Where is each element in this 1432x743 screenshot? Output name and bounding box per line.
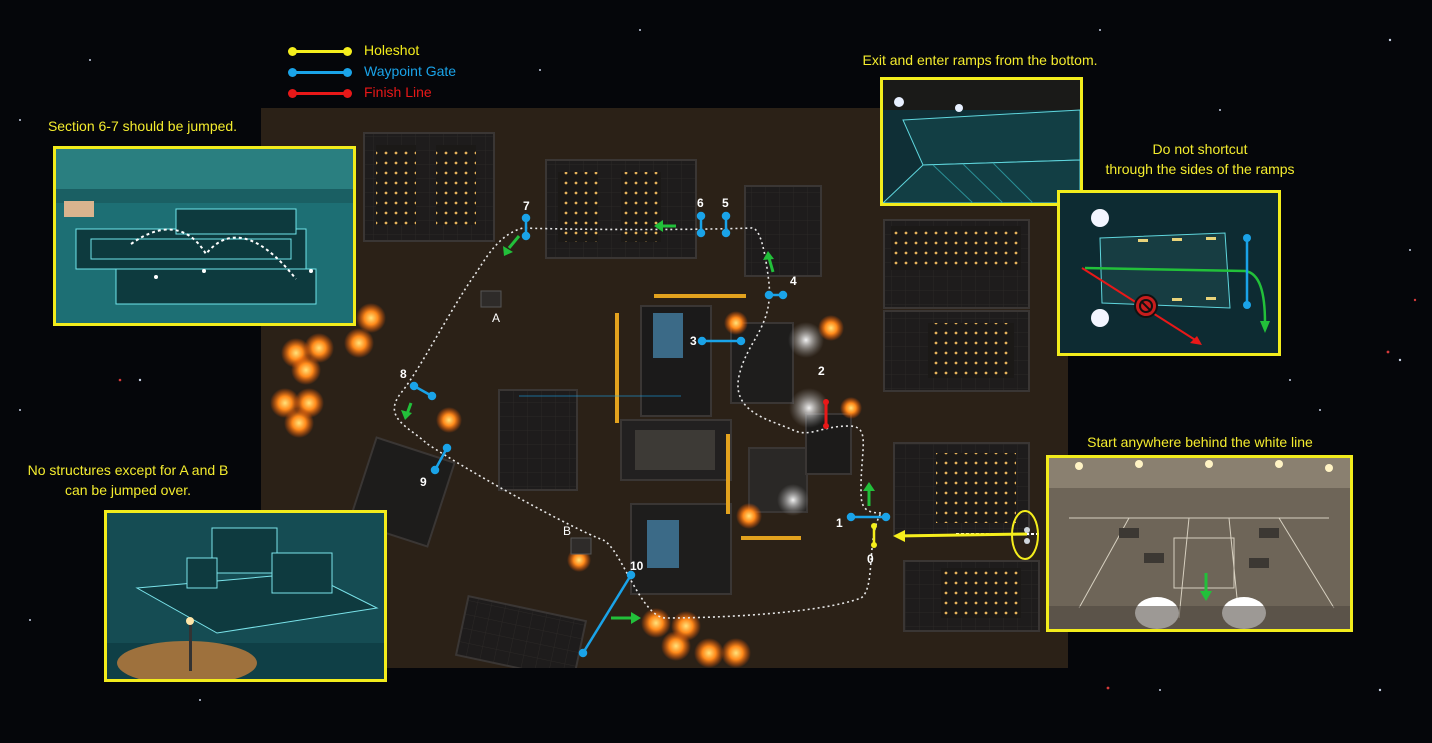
legend-finish-line-line	[292, 92, 348, 95]
gate-label-5: 5	[722, 196, 729, 210]
gate-label-2: 2	[818, 364, 825, 378]
inset-shortcut	[1057, 190, 1281, 356]
gate-label-3: 3	[690, 334, 697, 348]
track-map-drawing	[270, 132, 1040, 668]
inset-start-area	[1046, 455, 1353, 632]
inset-start-area-scene	[1049, 458, 1350, 629]
caption-section-jump: Section 6-7 should be jumped.	[47, 118, 238, 134]
caption-structures-line1: No structures except for A and B	[27, 462, 229, 478]
race-line	[393, 227, 882, 619]
legend-finish-dot	[288, 89, 297, 98]
legend-finish-label: Finish Line	[364, 84, 432, 100]
legend-holeshot-dot	[288, 47, 297, 56]
structure-label-b: B	[563, 524, 572, 538]
inset-structures	[104, 510, 387, 682]
caption-shortcut-line2: through the sides of the ramps	[1105, 161, 1295, 177]
inset-ramps	[880, 77, 1083, 206]
legend-waypoint-dot	[288, 68, 297, 77]
legend-holeshot-dot	[343, 47, 352, 56]
inset-structures-scene	[107, 513, 384, 679]
building-blocks	[348, 132, 1040, 668]
legend-finish-dot	[343, 89, 352, 98]
inset-ramps-scene	[883, 80, 1080, 203]
gate-label-1: 1	[836, 516, 843, 530]
caption-ramps: Exit and enter ramps from the bottom.	[862, 52, 1098, 68]
no-entry-icon	[1134, 294, 1158, 318]
caption-shortcut: Do not shortcut through the sides of the…	[1080, 139, 1320, 179]
legend-holeshot-line	[292, 50, 348, 53]
gate-label-8: 8	[400, 367, 407, 381]
start-area-marker	[1011, 510, 1039, 560]
gate-label-0: 0	[867, 552, 874, 566]
inset-section-jump	[53, 146, 356, 326]
legend-waypoint-label: Waypoint Gate	[364, 63, 457, 79]
caption-structures-line2: can be jumped over.	[64, 482, 192, 498]
caption-start: Start anywhere behind the white line	[1087, 434, 1313, 450]
smoke-clouds	[777, 322, 829, 516]
gate-label-6: 6	[697, 196, 704, 210]
inset-section-jump-scene	[56, 149, 353, 323]
gate-label-9: 9	[420, 475, 427, 489]
structure-label-a: A	[492, 311, 501, 325]
gate-label-4: 4	[790, 274, 797, 288]
inset-shortcut-scene	[1060, 193, 1278, 353]
legend-waypoint-dot	[343, 68, 352, 77]
legend-holeshot-label: Holeshot	[364, 42, 420, 58]
caption-structures: No structures except for A and B can be …	[8, 460, 248, 500]
gate-label-7: 7	[523, 199, 530, 213]
caption-shortcut-line1: Do not shortcut	[1152, 141, 1248, 157]
structure-b-block	[570, 537, 592, 555]
structure-a-block	[480, 290, 502, 308]
legend-waypoint-line	[292, 71, 348, 74]
gate-label-10: 10	[630, 559, 644, 573]
